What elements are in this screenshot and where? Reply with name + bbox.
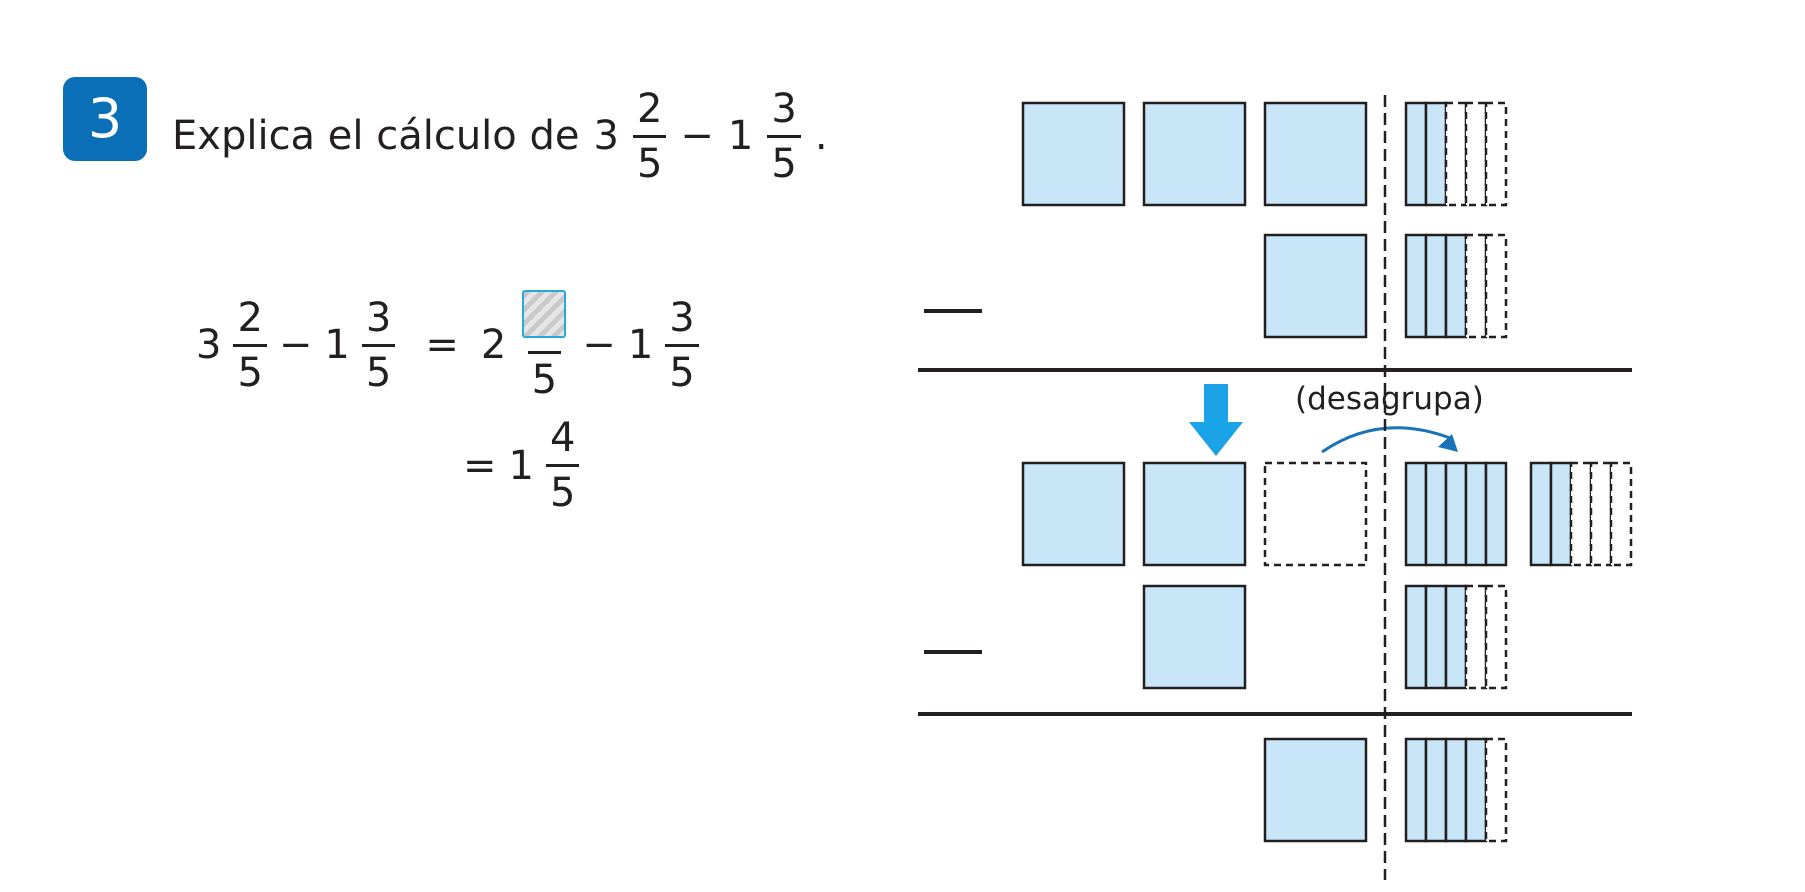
- fifth-strip-empty: [1484, 584, 1508, 690]
- regroup-annotation: (desagrupa): [1295, 381, 1484, 417]
- eq-b-whole: 1: [324, 322, 350, 368]
- fifth-strip: [1404, 584, 1428, 690]
- regroup-arrowhead-icon: [1438, 434, 1458, 452]
- mixed1-fraction: 2 5: [632, 85, 667, 184]
- fifth-strip: [1464, 461, 1488, 567]
- fifth-strip-empty: [1484, 101, 1508, 207]
- fifth-strip: [1424, 101, 1448, 207]
- fifth-strip-empty: [1589, 461, 1613, 567]
- mixed1-numerator: 2: [636, 85, 663, 132]
- eq-a-fraction: 2 5: [233, 294, 267, 393]
- eq-c-whole: 2: [480, 322, 507, 368]
- fifth-strip: [1404, 233, 1428, 339]
- answer-blank-box[interactable]: [522, 290, 567, 338]
- eq-d-denominator: 5: [665, 343, 699, 393]
- row-3-regrouped: [1021, 461, 1633, 567]
- fifth-strip: [1444, 461, 1468, 567]
- fifth-strip-empty: [1484, 233, 1508, 339]
- fifth-strip: [1424, 233, 1448, 339]
- whole-square: [1263, 737, 1368, 843]
- equation-line-1: 3 2 5 − 1 3 5 = 2 5 − 1 3 5: [196, 290, 699, 400]
- minus-sign: −: [680, 113, 714, 159]
- whole-square: [1263, 233, 1368, 339]
- period: .: [814, 113, 828, 159]
- row-2-subtrahend: [924, 233, 1508, 339]
- regroup-curve-arrow-icon: [1321, 426, 1451, 454]
- fifth-strip: [1424, 584, 1448, 690]
- fifths-bar: [1404, 101, 1508, 207]
- problem-number-badge: 3: [63, 77, 147, 161]
- whole-square: [1142, 461, 1247, 567]
- eq-b-fraction: 3 5: [361, 294, 396, 393]
- mixed2-numerator: 3: [771, 85, 797, 132]
- whole-square: [1142, 101, 1247, 207]
- fifth-strip: [1529, 461, 1553, 567]
- problem-text: Explica el cálculo de: [172, 113, 580, 159]
- equation-line-2: = 1 4 5: [463, 415, 580, 513]
- fifth-strip: [1404, 461, 1428, 567]
- fifth-strip: [1484, 461, 1508, 567]
- row-5-result: [1263, 737, 1508, 843]
- whole-square: [1021, 101, 1126, 207]
- fifth-strip-empty: [1464, 233, 1488, 339]
- row-1-minuend: [1021, 101, 1508, 207]
- eq-equals-1: =: [425, 322, 459, 368]
- mixed1-whole: 3: [593, 113, 619, 159]
- fifth-strip-empty: [1464, 584, 1488, 690]
- mixed2-denominator: 5: [767, 134, 801, 184]
- eq-b-numerator: 3: [365, 294, 392, 341]
- eq-a-denominator: 5: [233, 343, 267, 393]
- fifths-bar: [1404, 233, 1508, 339]
- eq-result-denominator: 5: [545, 464, 580, 513]
- eq-d-whole: 1: [627, 322, 654, 368]
- eq-result-numerator: 4: [549, 415, 576, 461]
- fifth-strip: [1424, 737, 1448, 843]
- eq-minus-2: −: [582, 322, 616, 368]
- eq-minus-1: −: [278, 322, 313, 368]
- mixed1-denominator: 5: [632, 134, 667, 184]
- fifths-bar-extra: [1529, 461, 1633, 567]
- eq-a-whole: 3: [196, 322, 222, 368]
- fifth-strip: [1404, 101, 1428, 207]
- eq-c-numerator-blank[interactable]: [518, 290, 570, 351]
- whole-square: [1263, 101, 1368, 207]
- eq-equals-2: =: [463, 442, 497, 489]
- fifth-strip-empty: [1444, 101, 1468, 207]
- fifths-bar: [1404, 584, 1508, 690]
- fifth-strip: [1424, 461, 1448, 567]
- eq-b-denominator: 5: [361, 343, 396, 393]
- fifth-strip: [1464, 737, 1488, 843]
- fifths-bar-full: [1404, 461, 1508, 567]
- whole-square: [1021, 461, 1126, 567]
- fifth-strip: [1549, 461, 1573, 567]
- eq-a-numerator: 2: [237, 294, 263, 341]
- fifth-strip-empty: [1484, 737, 1508, 843]
- whole-square-empty: [1263, 461, 1368, 567]
- mixed2-whole: 1: [727, 113, 754, 159]
- down-arrow-icon: [1189, 384, 1243, 456]
- whole-square: [1142, 584, 1247, 690]
- eq-d-numerator: 3: [669, 294, 695, 341]
- eq-result-whole: 1: [508, 442, 534, 489]
- fifths-bar: [1404, 737, 1508, 843]
- fifth-strip-empty: [1609, 461, 1633, 567]
- mixed2-fraction: 3 5: [767, 85, 801, 184]
- row-4-subtrahend: [924, 584, 1508, 690]
- fifth-strip: [1444, 584, 1468, 690]
- eq-c-fraction: 5: [518, 290, 570, 400]
- fifth-strip: [1404, 737, 1428, 843]
- fifth-strip: [1444, 737, 1468, 843]
- fifth-strip-empty: [1464, 101, 1488, 207]
- fifth-strip-empty: [1569, 461, 1593, 567]
- fifth-strip: [1444, 233, 1468, 339]
- eq-c-denominator: 5: [527, 351, 562, 400]
- eq-result-fraction: 4 5: [545, 415, 580, 513]
- problem-statement: Explica el cálculo de 3 2 5 − 1 3 5 .: [172, 85, 828, 184]
- eq-d-fraction: 3 5: [665, 294, 699, 393]
